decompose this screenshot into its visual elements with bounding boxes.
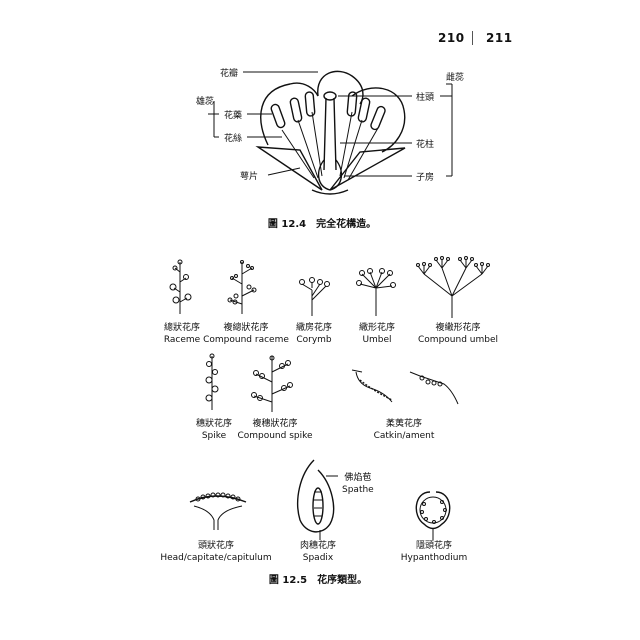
label-stamen: 雄蕊 — [196, 97, 215, 107]
spike-drawing — [205, 353, 219, 410]
caption-figure-12-4: 圖 12.4 完全花構造。 — [267, 219, 377, 230]
label-sepal: 萼片 — [240, 172, 259, 182]
page-number-divider — [472, 31, 473, 45]
spadix-drawing — [297, 459, 338, 540]
catkin-drawing — [351, 369, 459, 405]
head-capitulum-drawing — [189, 492, 247, 530]
umbel-drawing — [356, 268, 396, 316]
label-anther: 花藥 — [224, 111, 243, 121]
page-number-left: 210 — [438, 31, 465, 45]
caption-figure-12-5: 圖 12.5 花序類型。 — [268, 575, 368, 586]
corymb-drawing — [299, 277, 330, 316]
raceme-drawing — [169, 259, 192, 314]
label-ovary: 子房 — [416, 173, 435, 183]
compound-raceme-drawing — [227, 260, 257, 314]
compound-spike-drawing — [251, 355, 293, 412]
label-petal: 花瓣 — [220, 69, 239, 79]
hypanthodium-drawing — [415, 491, 451, 540]
compound-umbel-drawing — [416, 256, 490, 318]
label-stigma: 柱頭 — [416, 93, 435, 103]
page-number-right: 211 — [486, 31, 513, 45]
label-style: 花柱 — [416, 140, 435, 150]
label-filament: 花絲 — [224, 134, 243, 144]
label-pistil: 雌蕊 — [446, 73, 465, 83]
